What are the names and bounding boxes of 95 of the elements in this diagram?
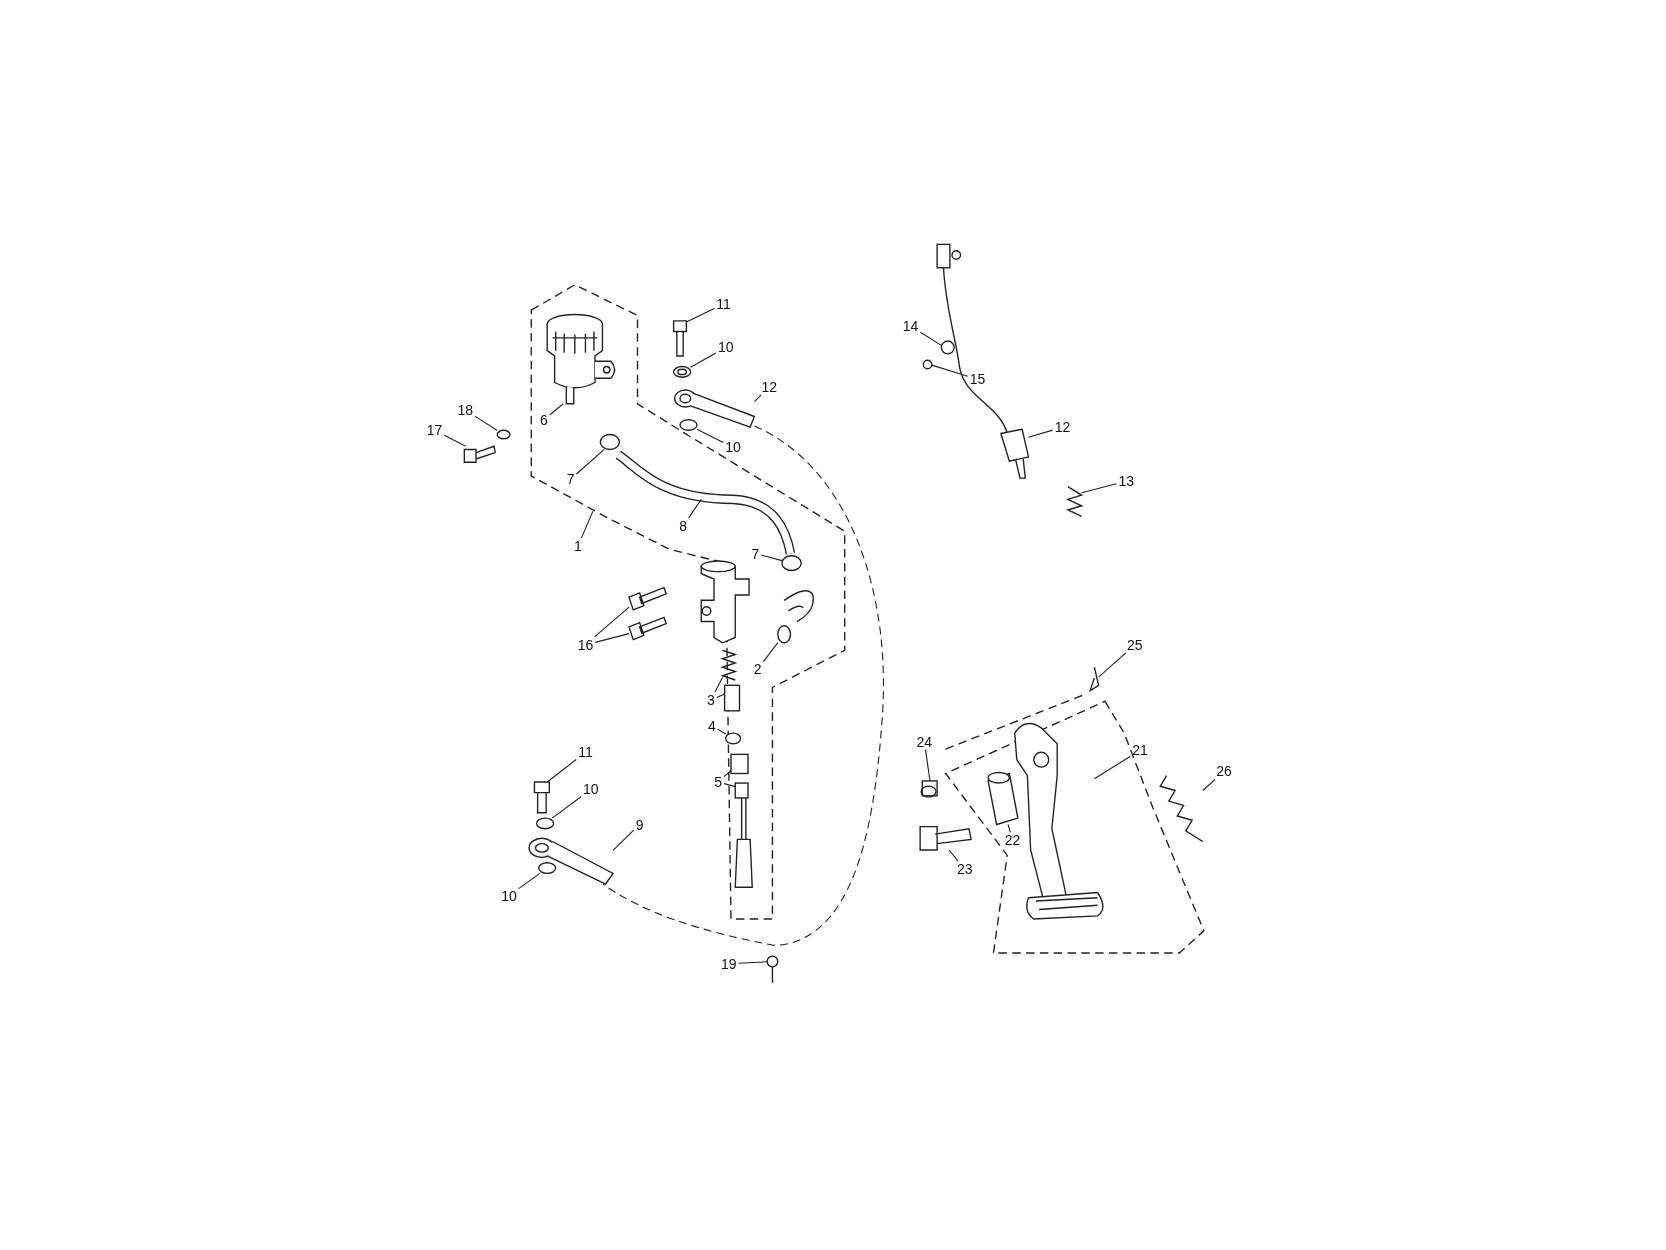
leader-line	[549, 403, 564, 416]
bolt-drawing	[463, 445, 496, 463]
callout-number: 19	[719, 955, 739, 972]
bolt-drawing	[672, 320, 688, 357]
leader-line	[551, 796, 582, 819]
leader-line	[714, 676, 724, 693]
callout-number: 11	[714, 295, 733, 312]
callout-number: 16	[575, 636, 596, 653]
spring-drawing	[1159, 774, 1204, 843]
leader-line	[685, 307, 715, 323]
spring-drawing	[1065, 485, 1084, 518]
leader-line	[443, 434, 467, 447]
brake-switch-drawing	[936, 243, 1030, 479]
leader-line	[1081, 483, 1118, 494]
leader-line	[919, 331, 942, 346]
hose-clamp-drawing	[599, 433, 621, 451]
fluid-reservoir-drawing	[546, 313, 616, 405]
callout-number: 8	[677, 517, 690, 534]
callout-number: 3	[704, 692, 717, 709]
callout-number: 25	[1124, 636, 1145, 653]
leader-line	[738, 961, 768, 964]
spring-drawing	[720, 649, 738, 681]
callout-number: 10	[715, 339, 736, 356]
washer-drawing	[496, 429, 511, 440]
leader-line	[723, 769, 732, 778]
callout-number: 7	[564, 471, 577, 488]
bolt-drawing	[628, 586, 668, 611]
callout-number: 4	[706, 717, 718, 734]
leader-line	[1027, 429, 1054, 438]
leader-line	[474, 415, 498, 432]
bolt-drawing	[919, 825, 972, 851]
hose-clamp-drawing	[781, 555, 802, 572]
callout-number: 12	[759, 378, 780, 395]
leader-line	[948, 849, 959, 862]
callout-number: 9	[633, 816, 646, 833]
leader-line	[518, 872, 541, 890]
callout-number: 14	[900, 318, 921, 335]
leader-line	[753, 394, 762, 403]
bolt-drawing	[628, 616, 668, 641]
leader-line	[1202, 778, 1216, 792]
callout-number: 26	[1214, 763, 1234, 780]
leader-line	[1093, 755, 1131, 780]
leader-line	[762, 642, 779, 663]
callout-number: 6	[538, 411, 550, 428]
leader-line	[1098, 652, 1127, 678]
bleed-screw-drawing	[766, 955, 779, 984]
push-rod-drawing	[734, 782, 753, 888]
callout-number: 17	[424, 422, 445, 439]
leader-line	[690, 352, 717, 368]
leader-line	[688, 498, 702, 519]
leader-line	[594, 606, 630, 638]
leader-line	[580, 510, 594, 539]
callout-number: 10	[723, 439, 743, 456]
leader-line	[760, 554, 783, 562]
bolt-drawing	[533, 781, 550, 814]
callout-number: 15	[967, 371, 988, 388]
washer-drawing	[672, 365, 692, 378]
leader-line	[575, 448, 605, 475]
leader-line	[594, 633, 630, 643]
cup-drawing	[730, 753, 749, 775]
leader-line	[696, 428, 724, 443]
leader-line	[723, 783, 736, 788]
leader-line	[1007, 823, 1011, 833]
washer-drawing	[535, 817, 555, 830]
leader-line	[546, 758, 577, 783]
leader-line	[924, 749, 931, 782]
callout-number: 23	[954, 861, 975, 878]
callout-number: 10	[580, 781, 601, 798]
banjo-fitting-drawing	[528, 837, 615, 885]
callout-number: 1	[572, 538, 584, 555]
leader-line	[717, 728, 727, 735]
o-ring-drawing	[725, 732, 742, 745]
callout-number: 24	[914, 733, 935, 750]
piston-drawing	[723, 684, 741, 712]
callout-number: 5	[712, 774, 725, 790]
washer-drawing	[679, 419, 698, 431]
bushing-drawing	[987, 771, 1019, 826]
callout-number: 22	[1002, 832, 1023, 849]
leader-line	[716, 693, 726, 699]
screw-drawing	[922, 359, 933, 370]
banjo-fitting-drawing	[674, 389, 756, 428]
brake-line	[602, 425, 884, 947]
callout-number: 10	[499, 887, 519, 904]
callout-number: 12	[1052, 419, 1073, 436]
callout-number: 13	[1116, 473, 1137, 490]
pipe-union-drawing	[777, 590, 814, 644]
pin-drawing	[920, 780, 938, 798]
callout-number: 18	[455, 402, 476, 419]
callout-number: 21	[1130, 742, 1150, 759]
clip-drawing	[1088, 666, 1100, 693]
leader-line	[931, 364, 969, 377]
callout-number: 2	[751, 661, 764, 678]
callout-number: 7	[749, 545, 762, 562]
callout-number: 11	[576, 744, 595, 761]
leader-line	[612, 829, 635, 851]
